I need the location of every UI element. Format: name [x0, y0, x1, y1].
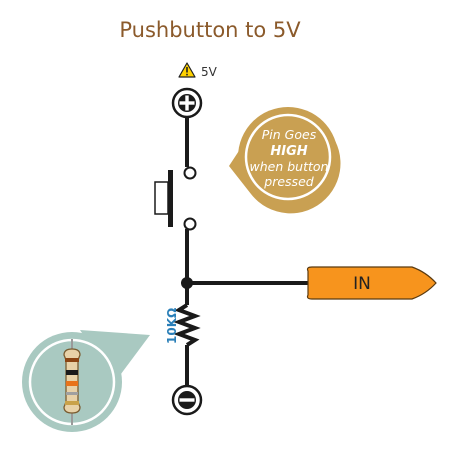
callout-bubble	[229, 107, 341, 214]
pushbutton-switch	[154, 166, 197, 231]
diagram-title: Pushbutton to 5V	[119, 18, 301, 42]
ground-terminal-icon	[171, 384, 203, 416]
callout-line-1: Pin Goes	[262, 127, 317, 142]
circuit-wires	[185, 117, 308, 386]
callout-line-2: HIGH	[270, 144, 307, 159]
resistor-illustration-bubble	[22, 330, 150, 432]
positive-terminal-icon	[171, 87, 203, 119]
callout-line-4: pressed	[263, 174, 313, 189]
resistor-symbol	[173, 303, 201, 347]
resistor-label: 10KΩ	[165, 308, 179, 344]
input-pin-label: IN	[353, 274, 371, 294]
resistor-icon	[63, 339, 81, 425]
callout-line-3: when button	[250, 159, 329, 174]
input-pin-tag	[306, 266, 437, 300]
supply-label: 5V	[201, 65, 218, 79]
junction-node	[181, 277, 193, 289]
warning-icon	[178, 62, 196, 78]
